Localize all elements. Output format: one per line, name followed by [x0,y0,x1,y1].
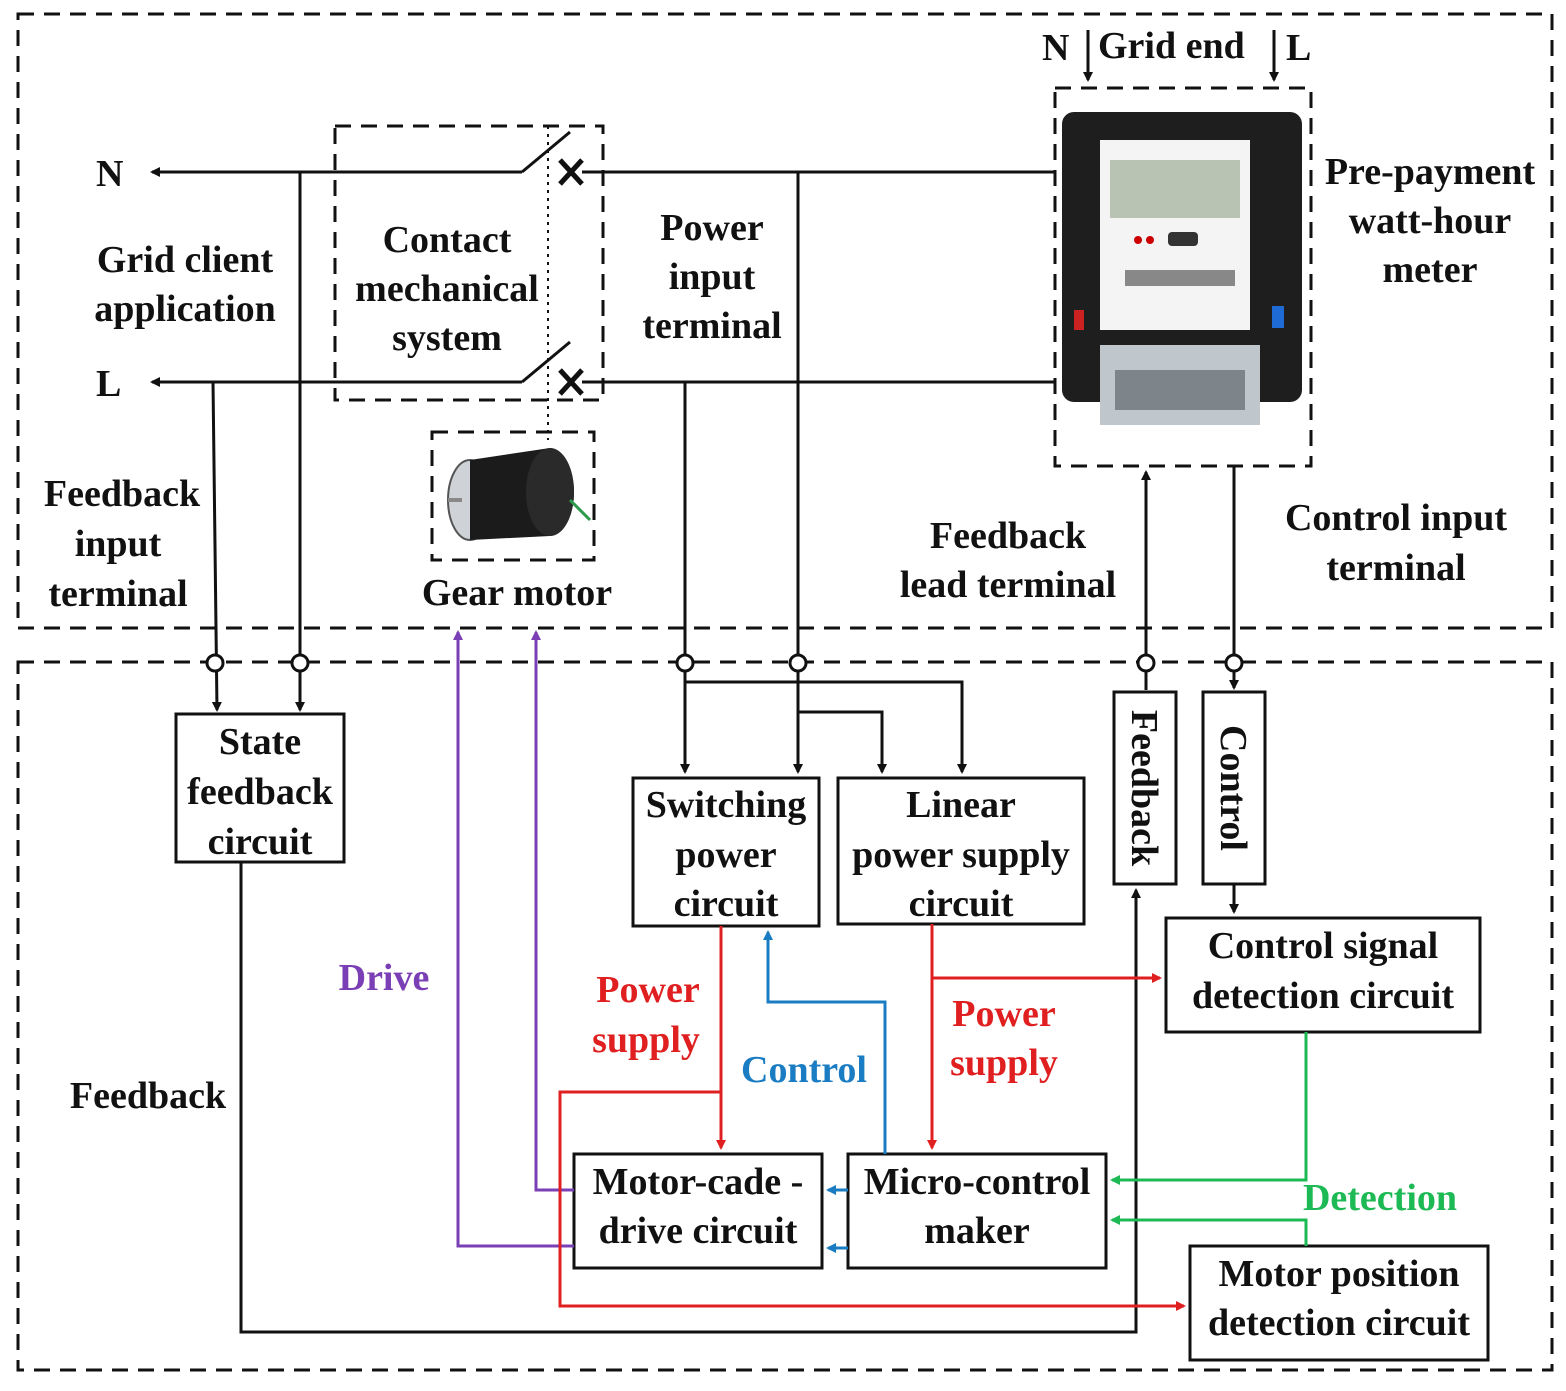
feedback-label: Feedback [70,1075,227,1117]
power-input-line3: terminal [642,305,781,347]
state-feedback-box [174,712,346,864]
n-contact-icon [558,158,584,186]
switching-line3: circuit [674,883,779,925]
fb-lead-line1: Feedback [930,515,1087,557]
linear-line3: circuit [909,883,1014,925]
control-vertical-text: Control [1212,725,1254,851]
prepay-line2: watt-hour [1349,200,1512,242]
control-signal-detection-box [1164,916,1482,1034]
detection-label: Detection [1303,1177,1457,1219]
mcu-line2: maker [924,1210,1030,1252]
switching-line2: power [675,834,776,876]
drive-label: Drive [339,957,430,999]
detection-csd-to-mcu [1110,1032,1308,1185]
power-supply-1b: supply [592,1019,700,1061]
terminal-connectors [205,653,1244,673]
l-contact-icon [558,368,584,396]
power-supply-2b: supply [950,1042,1058,1084]
feedback-vertical-box [1112,690,1178,886]
power-input-line2: input [669,256,756,298]
csd-line1: Control signal [1208,925,1439,967]
motor-drive-box [572,1152,824,1270]
ctrl-input-line2: terminal [1326,547,1465,589]
contact-line1: Contact [383,219,512,261]
grid-end-l: L [1286,27,1311,69]
control-vertical-box [1201,690,1267,886]
power-input-line1: Power [660,207,764,249]
state-fb-line2: feedback [187,771,334,813]
n-terminal-label: N [96,153,123,195]
grid-client-line1: Grid client [97,239,274,281]
csd-line2: detection circuit [1192,975,1454,1017]
state-fb-line3: circuit [208,821,313,863]
control-mcu-to-switching [763,930,887,1154]
control-label: Control [741,1049,867,1091]
switching-line1: Switching [646,784,806,826]
linear-power-box [836,776,1086,926]
l-terminal-label: L [96,363,121,405]
gear-motor-label: Gear motor [422,572,612,614]
mpd-line1: Motor position [1218,1253,1459,1295]
micro-control-box [846,1152,1108,1270]
l-switch-blade [521,340,571,384]
linear-line2: power supply [852,834,1070,876]
drive-wire-2 [531,630,574,1192]
watt-hour-meter-icon [1062,112,1302,425]
mpd-line2: detection circuit [1208,1302,1470,1344]
gear-motor-frame [430,430,596,562]
grid-end-label: Grid end [1098,25,1245,67]
top-panel [16,12,1554,630]
motor-position-box [1188,1244,1490,1362]
ctrl-input-line1: Control input [1285,497,1507,539]
feedback-loop-wire [239,862,1141,1334]
linear-wire-b [798,710,887,774]
contact-line2: mechanical [355,268,539,310]
fb-input-line2: input [75,523,162,565]
motor-drive-line2: drive circuit [599,1210,798,1252]
detection-mpd-to-mcu [1110,1215,1308,1246]
gear-motor-icon [447,448,592,541]
fb-input-line3: terminal [48,573,187,615]
fb-input-line1: Feedback [44,473,201,515]
bottom-panel [16,660,1554,1372]
switching-power-box [631,776,821,928]
contact-line3: system [392,317,502,359]
power-supply-1a: Power [596,969,700,1011]
linear-line1: Linear [906,784,1016,826]
mcu-line1: Micro-control [864,1161,1091,1203]
prepay-line1: Pre-payment [1325,151,1536,193]
grid-client-line2: application [94,288,276,330]
n-switch-blade [521,130,571,174]
motor-drive-line1: Motor-cade - [593,1161,804,1203]
linear-wire-a [685,680,967,774]
drive-wire-1 [453,630,574,1248]
state-fb-line1: State [219,721,301,763]
fb-lead-line2: lead terminal [900,564,1116,606]
power-supply-2a: Power [952,993,1056,1035]
feedback-vertical-text: Feedback [1123,710,1165,867]
power-to-motor-position [558,1090,1186,1311]
meter-frame [1053,86,1313,468]
contact-mech-frame [333,124,605,402]
prepay-line3: meter [1383,249,1478,291]
grid-end-n: N [1042,27,1069,69]
